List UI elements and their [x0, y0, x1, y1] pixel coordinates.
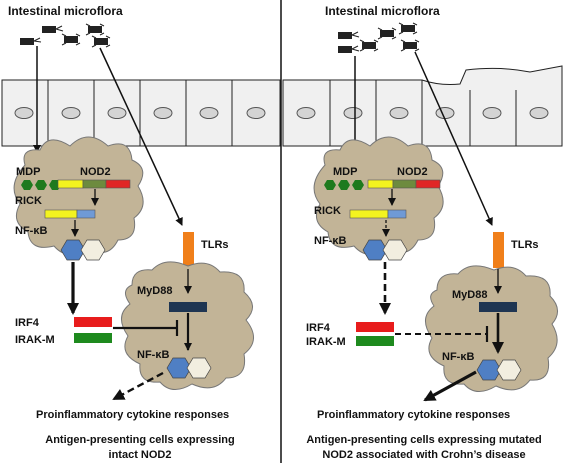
- nucleus: [343, 107, 363, 119]
- left-nod2-receptor: [57, 179, 131, 189]
- bacterium-icon: [91, 35, 111, 48]
- right-inhibition-line: [395, 326, 489, 342]
- right-nfkb-top-label: NF-κB: [314, 235, 346, 247]
- left-inhibition-line: [113, 320, 179, 336]
- left-mdp-molecules: [21, 180, 61, 190]
- left-irf4-protein: [74, 317, 112, 327]
- right-irakm-label: IRAK-M: [306, 336, 346, 348]
- bacterium-icon: [42, 25, 64, 33]
- nucleus: [482, 107, 502, 119]
- left-tlr-receptor: [183, 232, 194, 268]
- left-microflora-label: Intestinal microflora: [8, 4, 123, 18]
- tlr-ligand-arrow: [99, 47, 183, 226]
- bacterium-icon: [398, 22, 418, 35]
- bacterium-icon: [400, 39, 420, 52]
- right-irf4-protein: [356, 322, 394, 332]
- left-rick-protein: [44, 209, 96, 219]
- bacterium-icon: [20, 37, 42, 45]
- nucleus: [529, 107, 549, 119]
- left-irakm-label: IRAK-M: [15, 334, 55, 346]
- nucleus: [199, 107, 219, 119]
- left-myd88-protein: [169, 302, 207, 312]
- nucleus: [389, 107, 409, 119]
- right-irakm-protein: [356, 336, 394, 346]
- right-tlrs-label: TLRs: [511, 239, 539, 251]
- right-response-arrow: [423, 370, 477, 402]
- tlr-ligand-arrow: [414, 51, 493, 226]
- right-epithelium: [282, 65, 563, 147]
- right-apc-cloud-1: [313, 136, 444, 255]
- right-caption-line1: Antigen-presenting cells expressing muta…: [306, 434, 541, 446]
- left-epithelium: [1, 79, 281, 147]
- right-mdp-molecules: [324, 180, 364, 190]
- nucleus: [296, 107, 316, 119]
- left-irf4-label: IRF4: [15, 317, 40, 329]
- right-rick-label: RICK: [314, 205, 341, 217]
- left-mdp-label: MDP: [16, 166, 40, 178]
- bacterium-icon: [377, 27, 397, 40]
- left-rick-label: RICK: [15, 195, 42, 207]
- nucleus: [14, 107, 34, 119]
- left-response-label: Proinflammatory cytokine responses: [36, 409, 229, 421]
- bacterium-icon: [85, 23, 105, 36]
- nucleus: [246, 107, 266, 119]
- right-mdp-label: MDP: [333, 166, 357, 178]
- right-nod2-receptor: [367, 179, 441, 189]
- right-myd88-label: MyD88: [452, 289, 487, 301]
- left-bacteria-cluster: [20, 23, 111, 48]
- right-irf4-label: IRF4: [306, 322, 331, 334]
- right-caption-line2: NOD2 associated with Crohn’s disease: [322, 449, 525, 461]
- left-nfkb-bottom-label: NF-κB: [137, 349, 169, 361]
- left-nfkb-top-label: NF-κB: [15, 225, 47, 237]
- bacterium-icon: [338, 31, 360, 39]
- right-myd88-protein: [479, 302, 517, 312]
- bacterium-icon: [338, 45, 360, 53]
- left-irakm-protein: [74, 333, 112, 343]
- left-nfkb-top-complex: [60, 239, 106, 261]
- right-nfkb-bottom-label: NF-κB: [442, 351, 474, 363]
- nucleus: [61, 107, 81, 119]
- nucleus: [107, 107, 127, 119]
- right-bacteria-cluster: [338, 22, 420, 53]
- left-apc-cloud-1: [13, 136, 144, 255]
- left-nfkb-bottom-complex: [166, 357, 212, 379]
- right-nfkb-top-complex: [362, 239, 408, 261]
- right-tlr-receptor: [493, 232, 504, 268]
- left-response-arrow: [112, 371, 164, 401]
- left-tlrs-label: TLRs: [201, 239, 229, 251]
- right-microflora-label: Intestinal microflora: [325, 4, 440, 18]
- bacterium-icon: [359, 39, 379, 52]
- right-rick-protein: [349, 209, 407, 219]
- nucleus: [153, 107, 173, 119]
- right-apc-cloud-2: [425, 265, 558, 392]
- right-response-label: Proinflammatory cytokine responses: [317, 409, 510, 421]
- nucleus: [435, 107, 455, 119]
- right-nfkb-bottom-complex: [476, 359, 522, 381]
- left-caption-line2: intact NOD2: [109, 449, 172, 461]
- bacterium-icon: [61, 33, 81, 46]
- right-nod2-label: NOD2: [397, 166, 428, 178]
- left-myd88-label: MyD88: [137, 285, 172, 297]
- left-panel: Intestinal microflora: [1, 4, 281, 461]
- left-caption-line1: Antigen-presenting cells expressing: [45, 434, 235, 446]
- left-nod2-label: NOD2: [80, 166, 111, 178]
- right-panel: Intestinal microflora: [282, 4, 563, 461]
